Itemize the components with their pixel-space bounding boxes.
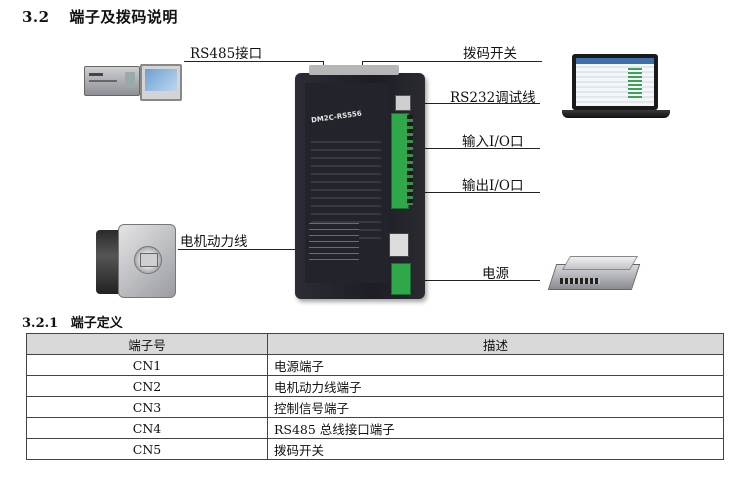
dip-switch-leader-line bbox=[362, 61, 542, 62]
description-cell: 电机动力线端子 bbox=[267, 375, 724, 397]
industrial-pc-image bbox=[84, 66, 140, 96]
terminal-definition-table: 端子号 描述 CN1 电源端子 CN2 电机动力线端子 CN3 控制信号端子 C… bbox=[26, 333, 724, 460]
hmi-screen-image bbox=[140, 64, 182, 101]
power-leader-line bbox=[412, 280, 540, 281]
section-title: 3.2 端子及拨码说明 bbox=[22, 6, 178, 27]
terminal-cell: CN2 bbox=[26, 375, 268, 397]
table-row: CN5 拨码开关 bbox=[26, 438, 724, 460]
subsection-number: 3.2.1 bbox=[22, 316, 59, 331]
subsection-title: 3.2.1 端子定义 bbox=[22, 312, 123, 331]
subsection-heading: 端子定义 bbox=[70, 316, 123, 331]
terminal-cell: CN5 bbox=[26, 438, 268, 460]
motor-line-label: 电机动力线 bbox=[180, 234, 248, 250]
description-cell: RS485 总线接口端子 bbox=[267, 417, 724, 439]
terminal-cell: CN1 bbox=[26, 354, 268, 376]
output-io-leader-line bbox=[410, 192, 540, 193]
terminal-cell: CN3 bbox=[26, 396, 268, 418]
header-description: 描述 bbox=[267, 333, 724, 355]
rs485-label: RS485接口 bbox=[190, 46, 263, 62]
description-cell: 控制信号端子 bbox=[267, 396, 724, 418]
section-heading: 端子及拨码说明 bbox=[69, 8, 178, 26]
description-cell: 电源端子 bbox=[267, 354, 724, 376]
table-row: CN3 控制信号端子 bbox=[26, 396, 724, 418]
driver-model-label: DM2C-RS556 bbox=[310, 109, 363, 125]
header-terminal: 端子号 bbox=[26, 333, 268, 355]
rs485-leader-line bbox=[184, 61, 324, 62]
rs232-port bbox=[395, 95, 411, 111]
dip-switch-label: 拨码开关 bbox=[463, 46, 517, 62]
rs232-label: RS232调试线 bbox=[450, 90, 536, 106]
table-header-row: 端子号 描述 bbox=[26, 333, 724, 355]
rs232-leader-line bbox=[410, 103, 540, 104]
input-io-label: 输入I/O口 bbox=[462, 134, 524, 150]
section-number: 3.2 bbox=[22, 8, 50, 26]
power-supply-image bbox=[547, 250, 641, 298]
stepper-motor-image bbox=[96, 220, 178, 302]
table-row: CN1 电源端子 bbox=[26, 354, 724, 376]
terminal-cell: CN4 bbox=[26, 417, 268, 439]
description-cell: 拨码开关 bbox=[267, 438, 724, 460]
stepper-driver-image: DM2C-RS556 bbox=[295, 65, 425, 299]
motor-line-leader-line bbox=[178, 249, 348, 250]
motor-connector bbox=[389, 233, 409, 257]
table-row: CN2 电机动力线端子 bbox=[26, 375, 724, 397]
power-label: 电源 bbox=[482, 266, 509, 282]
power-connector bbox=[391, 263, 411, 295]
laptop-image bbox=[562, 54, 670, 124]
output-io-label: 输出I/O口 bbox=[462, 178, 524, 194]
table-row: CN4 RS485 总线接口端子 bbox=[26, 417, 724, 439]
terminal-diagram: RS485接口 拨码开关 RS232调试线 输入I/O口 输出I/O口 电机动力… bbox=[84, 46, 670, 302]
input-io-leader-line bbox=[410, 148, 540, 149]
